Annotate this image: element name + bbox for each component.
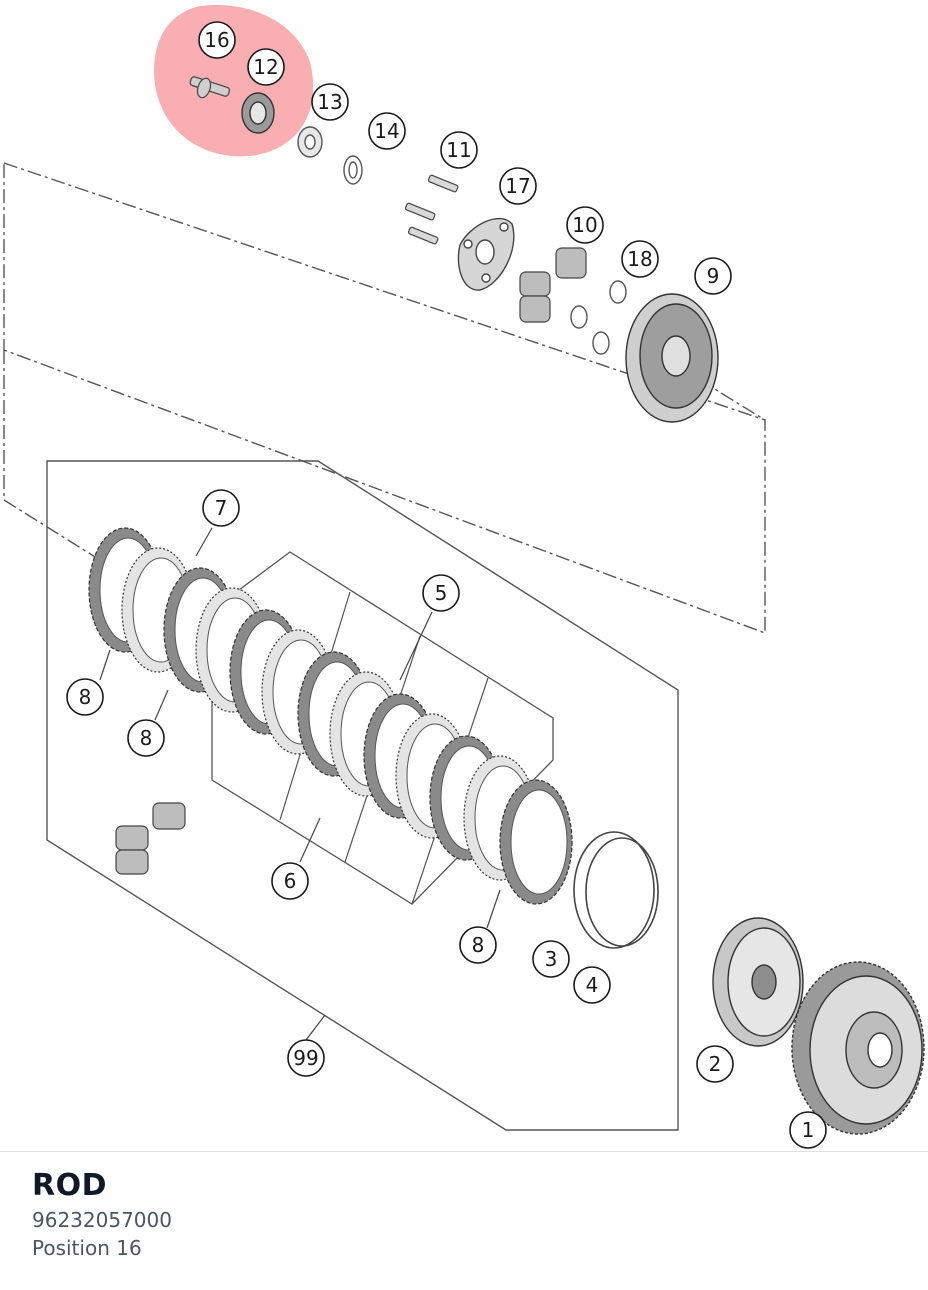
plate-inner-ring [510, 789, 568, 895]
callout-10[interactable]: 10 [566, 206, 604, 244]
callout-5[interactable]: 5 [422, 574, 460, 612]
callout-number: 9 [707, 264, 720, 288]
callout-17[interactable]: 17 [499, 167, 537, 205]
callout-number: 99 [293, 1046, 318, 1070]
callout-number: 1 [802, 1118, 815, 1142]
callout-number: 8 [140, 726, 153, 750]
callout-6[interactable]: 6 [271, 862, 309, 900]
callout-number: 6 [284, 869, 297, 893]
washer-part-icon [297, 126, 323, 158]
exploded-parts-diagram: 16 12 13 14 11 17 10 18 9 7 5 8 8 6 8 3 4 2 1 99 [3, 5, 925, 1149]
callout-11[interactable]: 11 [440, 131, 478, 169]
pressure-plate-part-icon [457, 217, 515, 291]
rod-part-icon[interactable] [189, 76, 231, 99]
callout-1[interactable]: 1 [789, 1111, 827, 1149]
inner-hub-part-icon [712, 917, 804, 1047]
callout-number: 8 [79, 685, 92, 709]
part-info-panel: ROD 96232057000 Position 16 [32, 1166, 172, 1262]
callout-16[interactable]: 16 [198, 21, 236, 59]
callout-99[interactable]: 99 [287, 1039, 325, 1077]
callout-number: 11 [446, 138, 471, 162]
callout-8[interactable]: 8 [66, 678, 104, 716]
bearing-part-icon[interactable] [241, 92, 275, 134]
callout-number: 2 [709, 1052, 722, 1076]
spring-part-icon [519, 247, 587, 323]
callout-number: 16 [204, 28, 229, 52]
callout-number: 8 [472, 933, 485, 957]
callout-number: 13 [317, 90, 342, 114]
selected-part-highlight[interactable] [154, 5, 314, 157]
part-position: Position 16 [32, 1236, 142, 1260]
callout-number: 3 [545, 947, 558, 971]
callout-4[interactable]: 4 [573, 966, 611, 1004]
callout-number: 4 [586, 973, 599, 997]
guide-line-top [3, 162, 766, 635]
callout-9[interactable]: 9 [694, 257, 732, 295]
callout-7[interactable]: 7 [202, 489, 240, 527]
circlip-part-icon [570, 280, 627, 355]
clutch-plates-stack [88, 527, 573, 905]
callout-12[interactable]: 12 [247, 48, 285, 86]
part-name: ROD [32, 1168, 108, 1203]
callout-13[interactable]: 13 [311, 83, 349, 121]
guide-line-left [3, 350, 101, 561]
callout-18[interactable]: 18 [621, 240, 659, 278]
callout-2[interactable]: 2 [696, 1045, 734, 1083]
callout-number: 12 [253, 55, 278, 79]
part-number: 96232057000 [32, 1208, 172, 1232]
callout-8[interactable]: 8 [459, 926, 497, 964]
callout-number: 18 [627, 247, 652, 271]
callout-8[interactable]: 8 [127, 719, 165, 757]
callout-number: 14 [374, 119, 399, 143]
callout-3[interactable]: 3 [532, 940, 570, 978]
callout-14[interactable]: 14 [368, 112, 406, 150]
callout-number: 10 [572, 213, 597, 237]
ring-part-icon [343, 155, 363, 185]
callout-number: 7 [215, 496, 228, 520]
screw-part-icon [404, 174, 459, 245]
outer-basket-part-icon [791, 961, 925, 1135]
damper-ring-part-icon [573, 831, 659, 949]
divider [0, 1151, 928, 1152]
callout-number: 5 [435, 581, 448, 605]
clutch-kit-outline [46, 460, 679, 1131]
spring-set-part-icon [115, 802, 186, 875]
callout-number: 17 [505, 174, 530, 198]
clutch-cover-part-icon [625, 293, 719, 423]
